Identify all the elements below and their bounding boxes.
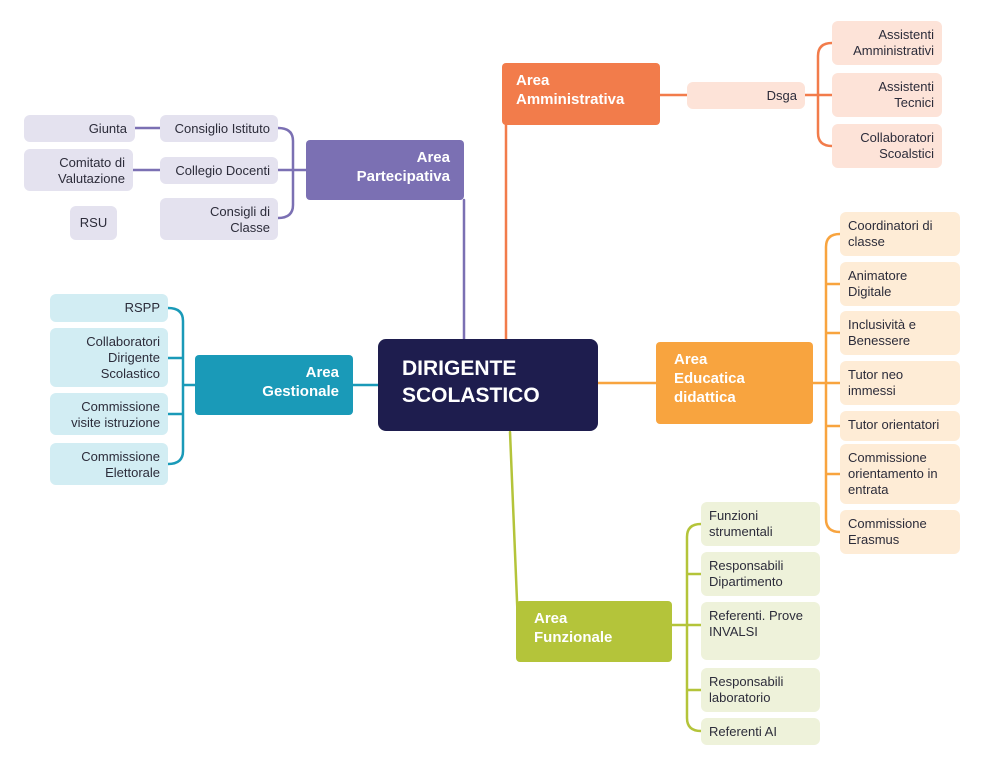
connector-dsga-bracket xyxy=(803,41,834,148)
node-referenti-ai: Referenti AI xyxy=(701,718,820,745)
node-commissione-orientamento-in-entrata: Commissione orientamento in entrata xyxy=(840,444,960,504)
root-label: DIRIGENTE SCOLASTICO xyxy=(402,357,540,407)
area-amministrativa-label: Area Amministrativa xyxy=(516,72,625,108)
node-giunta: Giunta xyxy=(24,115,135,142)
area-amministrativa-node: Area Amministrativa xyxy=(502,63,660,125)
area-partecipativa-label: Area Partecipativa xyxy=(356,149,450,185)
area-funzionale-label: Area Funzionale xyxy=(534,610,613,646)
connector-gestionale-bracket xyxy=(166,306,197,466)
node-rspp: RSPP xyxy=(50,294,168,322)
node-coordinatori-di-classe: Coordinatori di classe xyxy=(840,212,960,256)
node-assistenti-amministrativi: Assistenti Amministrativi xyxy=(832,21,942,65)
node-collaboratori-scolastici: Collaboratori Scoalstici xyxy=(832,124,942,168)
node-assistenti-tecnici: Assistenti Tecnici xyxy=(832,73,942,117)
area-partecipativa-node: Area Partecipativa xyxy=(306,140,464,200)
node-referenti-prove-invalsi: Referenti. Prove INVALSI xyxy=(701,602,820,660)
area-gestionale-label: Area Gestionale xyxy=(262,364,339,400)
connector-partecipativa-bracket xyxy=(276,126,308,220)
node-animatore-digitale: Animatore Digitale xyxy=(840,262,960,306)
node-consiglio-istituto: Consiglio Istituto xyxy=(160,115,278,142)
connector-root-funzionale xyxy=(508,430,520,627)
node-dsga: Dsga xyxy=(687,82,805,109)
area-gestionale-node: Area Gestionale xyxy=(195,355,353,415)
node-inclusivita-e-benessere: Inclusività e Benessere xyxy=(840,311,960,355)
node-tutor-orientatori: Tutor orientatori xyxy=(840,411,960,441)
root-node-dirigente-scolastico: DIRIGENTE SCOLASTICO xyxy=(378,339,598,431)
area-funzionale-node: Area Funzionale xyxy=(516,601,672,662)
node-responsabili-laboratorio: Responsabili laboratorio xyxy=(701,668,820,712)
node-commissione-elettorale: Commissione Elettorale xyxy=(50,443,168,485)
area-educativa-node: Area Educatica didattica xyxy=(656,342,813,424)
node-commissione-visite-istruzione: Commissione visite istruzione xyxy=(50,393,168,435)
node-consigli-di-classe: Consigli di Classe xyxy=(160,198,278,240)
node-tutor-neo-immessi: Tutor neo immessi xyxy=(840,361,960,405)
node-rsu: RSU xyxy=(70,206,117,240)
connector-partecipativa-grandchildren xyxy=(131,126,162,172)
node-funzioni-strumentali: Funzioni strumentali xyxy=(701,502,820,546)
node-collegio-docenti: Collegio Docenti xyxy=(160,157,278,184)
node-responsabili-dipartimento: Responsabili Dipartimento xyxy=(701,552,820,596)
node-commissione-erasmus: Commissione Erasmus xyxy=(840,510,960,554)
node-comitato-di-valutazione: Comitato di Valutazione xyxy=(24,149,133,191)
area-educativa-label: Area Educatica didattica xyxy=(674,351,745,406)
connector-educativa-bracket xyxy=(811,232,842,534)
node-collaboratori-dirigente-scolastico: Collaboratori Dirigente Scolastico xyxy=(50,328,168,387)
connector-funzionale-bracket xyxy=(670,522,703,733)
